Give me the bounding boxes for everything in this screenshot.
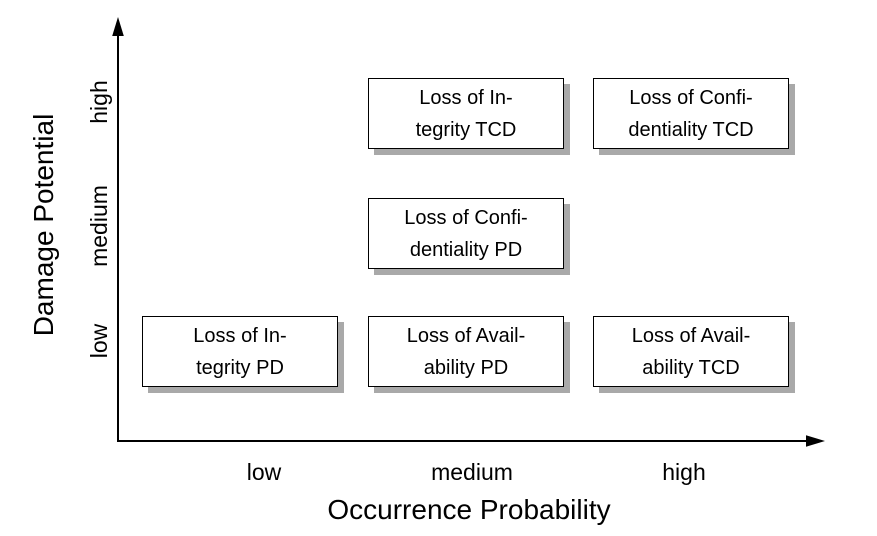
risk-box-loss-of-integrity-tcd: Loss of In- tegrity TCD bbox=[368, 78, 564, 149]
risk-box-text-line: Loss of Avail- bbox=[631, 324, 751, 347]
risk-box-text-line: dentiality PD bbox=[409, 238, 523, 261]
x-axis-title: Occurrence Probability bbox=[327, 494, 611, 525]
risk-box-loss-of-availability-pd: Loss of Avail- ability PD bbox=[368, 316, 564, 387]
y-tick-medium: medium bbox=[86, 185, 112, 267]
y-tick-low: low bbox=[86, 323, 112, 359]
risk-box-loss-of-confidentiality-tcd: Loss of Confi- dentiality TCD bbox=[593, 78, 789, 149]
risk-box-loss-of-availability-tcd: Loss of Avail- ability TCD bbox=[593, 316, 789, 387]
x-tick-high: high bbox=[662, 459, 706, 485]
risk-box-text-line: dentiality TCD bbox=[628, 118, 754, 141]
risk-box-loss-of-integrity-pd: Loss of In- tegrity PD bbox=[142, 316, 338, 387]
risk-box-loss-of-confidentiality-pd: Loss of Confi- dentiality PD bbox=[368, 198, 564, 269]
risk-box-text-line: ability TCD bbox=[642, 356, 740, 379]
y-tick-high: high bbox=[86, 80, 112, 124]
x-tick-low: low bbox=[246, 459, 282, 485]
risk-box-text-line: Loss of In- bbox=[419, 86, 513, 109]
y-axis-arrow-icon bbox=[112, 17, 124, 36]
risk-box-text-line: Loss of Confi- bbox=[629, 86, 753, 109]
x-tick-medium: medium bbox=[431, 459, 513, 485]
risk-box-text-line: ability PD bbox=[423, 356, 509, 379]
risk-box-text-line: Loss of Avail- bbox=[406, 324, 526, 347]
x-axis-arrow-icon bbox=[806, 435, 825, 447]
risk-box-text-line: tegrity PD bbox=[196, 356, 284, 379]
y-axis-title: Damage Potential bbox=[28, 113, 59, 337]
risk-box-text-line: tegrity TCD bbox=[415, 118, 517, 141]
risk-box-text-line: Loss of In- bbox=[193, 324, 287, 347]
risk-box-text-line: Loss of Confi- bbox=[404, 206, 528, 229]
